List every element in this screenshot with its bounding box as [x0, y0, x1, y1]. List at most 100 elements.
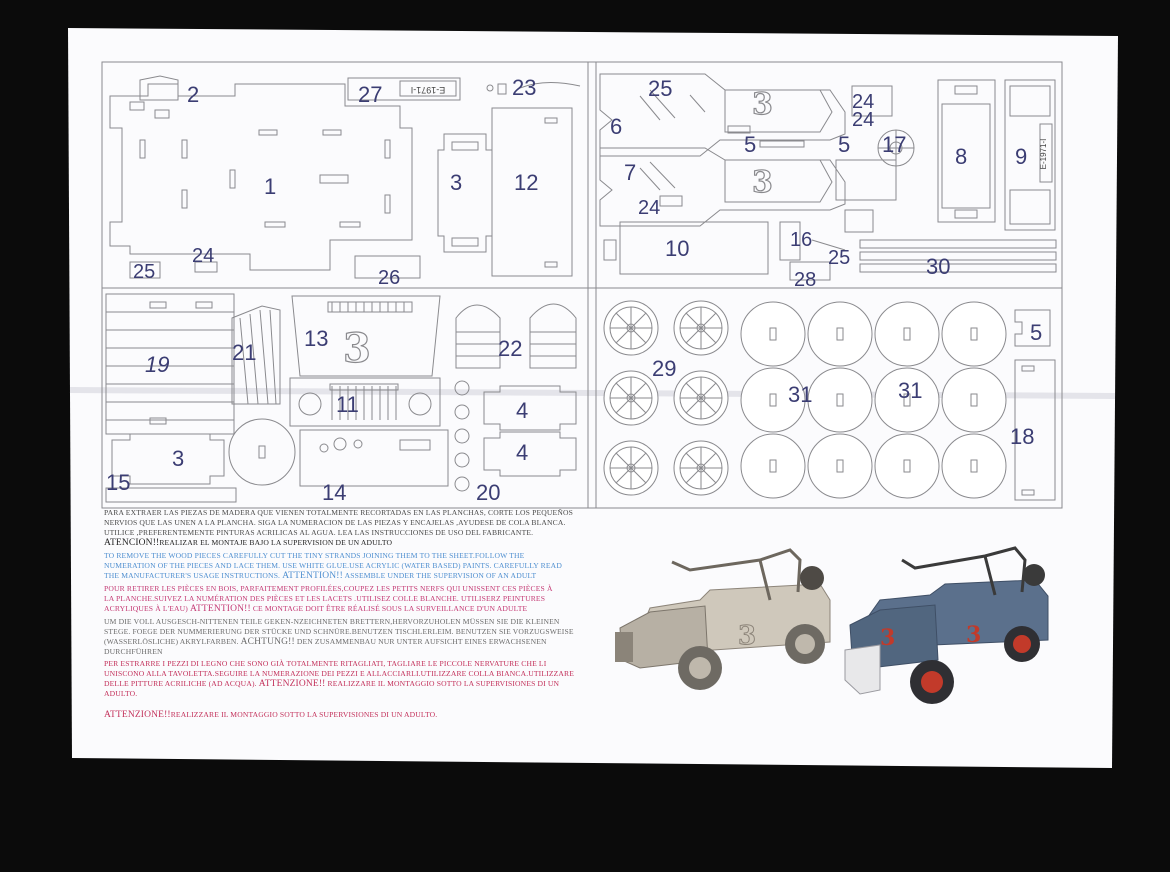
label-13: 13 [304, 326, 328, 351]
label-8: 8 [955, 144, 967, 169]
svg-text:3: 3 [343, 325, 371, 372]
part-number-labels: 2 27 23 1 3 12 24 25 26 25 6 5 5 24 24 1… [106, 75, 1042, 505]
part-30-rails [859, 239, 1057, 273]
instructions-en-line-3: THE MANUFACTURER'S USAGE INSTRUCTIONS. A… [104, 571, 537, 581]
instructions-es-line-1: PARA EXTRAER LAS PIEZAS DE MADERA QUE VI… [104, 508, 573, 517]
instructions-de-line-4: DURCHFÜHREN [104, 647, 163, 656]
label-25-top: 25 [648, 76, 672, 101]
parts-frame [101, 61, 1063, 509]
label-19: 19 [145, 352, 169, 377]
label-1: 1 [264, 174, 276, 199]
part-3-top [437, 133, 493, 253]
label-18: 18 [1010, 424, 1034, 449]
svg-text:3: 3 [752, 165, 773, 200]
part-13-hood: 3 [291, 295, 441, 377]
label-6: 6 [610, 114, 622, 139]
part-2 [139, 75, 179, 101]
part-22-fenders [455, 303, 577, 369]
label-24-left: 24 [192, 245, 214, 267]
instructions-it-line-5: ATTENZIONE!!REALIZZARE IL MONTAGGIO SOTT… [104, 710, 438, 720]
label-23: 23 [512, 75, 536, 100]
label-20: 20 [476, 480, 500, 505]
part-8 [937, 79, 996, 223]
label-5-right: 5 [838, 132, 850, 157]
instructions-de-line-3: (WASSERLÖSLICHE) AKRYLFARBEN. ACHTUNG!! … [104, 637, 547, 647]
label-14: 14 [322, 480, 346, 505]
jeep-natural-wood: 3 [615, 548, 831, 690]
paper-fold [69, 387, 1116, 399]
instructions-de-line-2: STEGE. FOEGE DER NUMMERIERUNG DER STÜCKE… [104, 627, 574, 636]
part-12 [491, 107, 573, 277]
label-31-left: 31 [788, 382, 812, 407]
part-10 [603, 221, 769, 275]
instructions-es-line-2: NERVIOS QUE LAS UNEN A LA PLANCHA. SIGA … [104, 518, 566, 527]
instructions-en-line-2: NUMERATION OF THE PIECES AND LACE THEM. … [104, 561, 562, 570]
label-25-left: 25 [133, 261, 155, 283]
part-3-bottom [111, 433, 225, 485]
label-4-bottom: 4 [516, 440, 528, 465]
label-15: 15 [106, 470, 130, 495]
instructions-it-line-4: ADULTO. [104, 689, 138, 698]
label-24-lower: 24 [638, 197, 660, 219]
part-18 [1014, 359, 1056, 501]
label-4-top: 4 [516, 398, 528, 423]
label-3-top: 3 [450, 170, 462, 195]
parts-5-6-7-sides [599, 73, 846, 227]
label-24-top: 24 [852, 91, 874, 113]
part-14-dashboard [299, 429, 449, 487]
label-22: 22 [498, 336, 522, 361]
svg-text:3: 3 [738, 621, 756, 651]
instructions-it-line-3: DELLE PITTURE ACRILICHE (AD ACQUA). ATTE… [104, 679, 560, 689]
label-26: 26 [378, 267, 400, 289]
label-25-bottom: 25 [828, 247, 850, 269]
part-27-license [347, 77, 581, 101]
part-11-grille [289, 377, 441, 427]
part-21-back [231, 305, 281, 405]
label-30: 30 [926, 254, 950, 279]
paper-sheet [68, 28, 1118, 768]
svg-text:3: 3 [966, 622, 981, 648]
instructions-it-line-2: UNISCONO ALLA TAVOLETTA.SEGUIRE LA NUMER… [104, 669, 575, 678]
parts-16-28-bars [779, 221, 846, 281]
instructions-fr-line-3: ACRYLIQUES À L'EAU) ATTENTION!! CE MONTA… [104, 604, 528, 614]
instructions-it-line-1: PER ESTRARRE I PEZZI DI LEGNO CHE SONO G… [104, 659, 547, 668]
part-20-rings [454, 380, 470, 492]
part-26 [354, 255, 421, 279]
instructions-fr-line-1: POUR RETIRER LES PIÈCES EN BOIS, PARFAIT… [104, 584, 553, 593]
label-17: 17 [882, 132, 906, 157]
label-2: 2 [187, 82, 199, 107]
label-24-top2: 24 [852, 109, 874, 131]
part-15 [105, 487, 237, 503]
instructions-fr-line-2: LA PLANCHE.SUIVEZ LA NUMÉRATION DES PIÈC… [104, 594, 546, 603]
license-plate-top: E-1971-I [411, 85, 446, 95]
part-1-floor [109, 83, 413, 271]
svg-text:3: 3 [880, 625, 895, 651]
label-5-mid: 5 [744, 132, 756, 157]
part-5-small [1014, 309, 1051, 347]
label-21: 21 [232, 340, 256, 365]
part-3-hood-emblem: 3 3 [751, 86, 773, 200]
part-disc-bottom-left [228, 418, 296, 486]
label-10: 10 [665, 236, 689, 261]
part-9 [1004, 79, 1056, 231]
instructions-de-line-1: UM DIE VOLL AUSGESCH-NITTENEN TEILE GEKE… [104, 617, 560, 626]
license-plate-side: E-1971-I [1039, 139, 1048, 170]
label-3-bottom: 3 [172, 446, 184, 471]
parts-4 [483, 385, 577, 477]
label-16: 16 [790, 229, 812, 251]
instructions-es-line-3: UTILICE ,PREFERENTEMENTE PINTURAS ACRILI… [104, 528, 534, 537]
label-9: 9 [1015, 144, 1027, 169]
label-12: 12 [514, 170, 538, 195]
instructions-en-line-1: TO REMOVE THE WOOD PIECES CAREFULLY CUT … [104, 551, 525, 560]
label-11: 11 [336, 392, 359, 417]
jeep-blue-painted: 3 3 [844, 546, 1049, 704]
parts-24-top-right [835, 85, 897, 233]
label-29: 29 [652, 356, 676, 381]
label-28: 28 [794, 269, 816, 291]
instructions-es-line-4: ATENCION!!REALIZAR EL MONTAJE BAJO LA SU… [104, 538, 393, 548]
label-7: 7 [624, 160, 636, 185]
label-31-right: 31 [898, 378, 922, 403]
svg-text:3: 3 [752, 87, 773, 122]
